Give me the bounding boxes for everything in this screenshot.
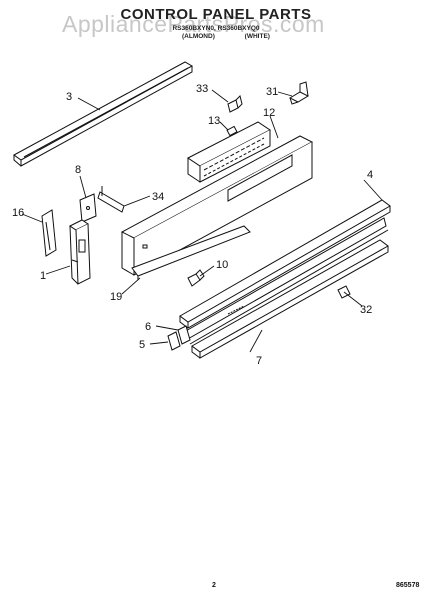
- part-4-rear-trim: [179, 199, 391, 345]
- callout-33: 33: [196, 83, 208, 95]
- leader-lines: [21, 89, 383, 353]
- part-6-channel: [177, 325, 191, 345]
- callout-3: 3: [66, 91, 72, 103]
- part-3-top-trim: [13, 61, 194, 167]
- callout-8: 8: [75, 164, 81, 176]
- part-12-control-panel: [120, 135, 314, 276]
- color-variants: (ALMOND) (WHITE): [182, 33, 298, 40]
- part-8-bracket: [79, 193, 97, 223]
- part-31-bracket: [288, 81, 310, 105]
- callout-7: 7: [256, 355, 262, 367]
- part-1-side-bracket: [69, 219, 91, 285]
- callout-16: 16: [12, 207, 24, 219]
- callout-12: 12: [263, 107, 275, 119]
- watermark: AppliancePartsPros.com: [62, 11, 325, 37]
- part-13-electronic-control: [187, 121, 271, 183]
- callout-13: 13: [208, 115, 220, 127]
- callout-10: 10: [216, 259, 228, 271]
- page-number: 2: [212, 582, 216, 589]
- variant-white: (WHITE): [244, 33, 270, 40]
- model-numbers: RS360BXYN0, RS360BXYQ0: [172, 25, 260, 32]
- part-34-bracket: [97, 186, 125, 213]
- document-number: 865578: [396, 582, 420, 589]
- callout-19: 19: [110, 291, 122, 303]
- page-title: CONTROL PANEL PARTS: [120, 6, 312, 23]
- part-33-clip: [227, 95, 243, 113]
- variant-almond: (ALMOND): [182, 33, 215, 40]
- part-16-end-cap: [41, 209, 57, 257]
- callout-6: 6: [145, 321, 151, 333]
- part-5-end-clip: [167, 331, 181, 351]
- callout-34: 34: [152, 191, 164, 203]
- callout-4: 4: [367, 169, 373, 181]
- part-10-clip: [187, 269, 205, 287]
- callout-5: 5: [139, 339, 145, 351]
- part-7-lower-rail: [191, 239, 389, 359]
- callout-labels: 3 33 31 13 12 8 34 16 4 1 10 19 6 32 5 7: [12, 83, 373, 367]
- callout-1: 1: [40, 270, 46, 282]
- callout-32: 32: [360, 304, 372, 316]
- callout-31: 31: [266, 86, 278, 98]
